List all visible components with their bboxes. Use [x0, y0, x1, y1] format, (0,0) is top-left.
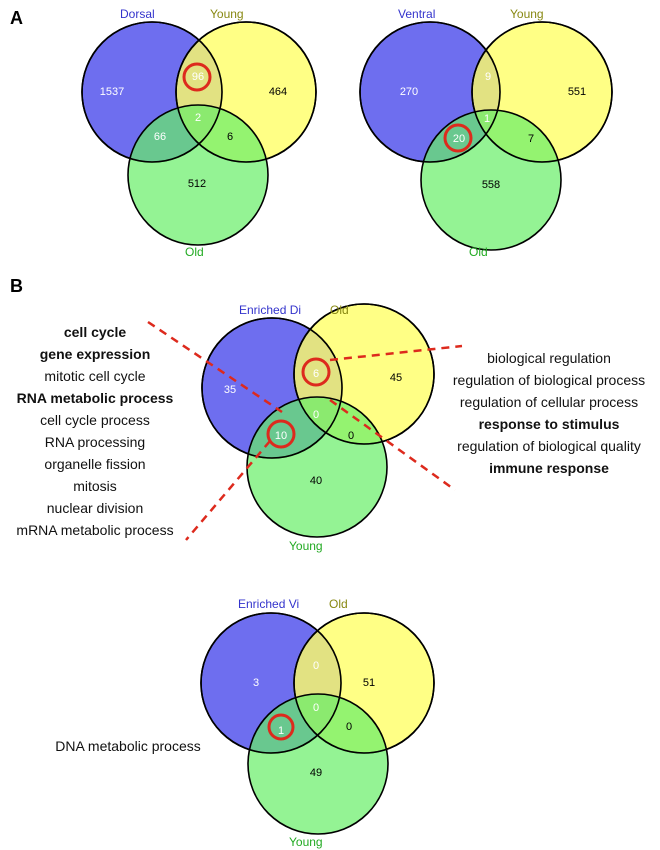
ventral-outline [359, 21, 501, 163]
highlight-circle [267, 713, 295, 741]
go-term: regulation of biological process [453, 372, 645, 388]
venn-enriched-di: Enriched Di Old Young 35 6 45 10 0 0 40 [147, 303, 463, 553]
count-vi-young: 1 [278, 725, 284, 737]
young-outline [471, 21, 613, 163]
count-young-only: 40 [310, 475, 322, 487]
count-ventral-old: 20 [453, 133, 465, 145]
count-dorsal-old: 66 [154, 131, 166, 143]
go-term: regulation of biological quality [457, 438, 641, 454]
venn-ventral-young-old: Ventral Young Old 270 9 551 20 1 7 558 [359, 7, 613, 259]
count-center: 2 [195, 112, 201, 124]
label-old: Old [185, 245, 204, 259]
count-vi-old: 0 [313, 660, 319, 672]
go-term: cell cycle process [40, 412, 150, 428]
old-outline [293, 303, 435, 445]
highlight-circle [301, 357, 331, 387]
go-term-dna-metabolic: DNA metabolic process [55, 738, 201, 754]
young-circle [247, 693, 389, 835]
old-outline [293, 612, 435, 754]
count-di-only: 35 [224, 384, 236, 396]
count-di-old: 6 [313, 368, 319, 380]
label-young: Young [289, 835, 323, 849]
callout-line-left-lower [185, 440, 271, 541]
count-center: 0 [313, 409, 319, 421]
label-enriched-di: Enriched Di [239, 303, 301, 317]
old-circle [420, 109, 562, 251]
go-term: nuclear division [47, 500, 144, 516]
go-term: organelle fission [44, 456, 145, 472]
enriched-vi-outline [200, 612, 342, 754]
count-ventral-only: 270 [400, 86, 418, 98]
enriched-di-outline [201, 317, 343, 459]
young-outline [175, 21, 317, 163]
count-di-young: 10 [275, 430, 287, 442]
count-center: 0 [313, 702, 319, 714]
count-vi-only: 3 [253, 677, 259, 689]
go-term: response to stimulus [479, 416, 620, 432]
label-young: Young [210, 7, 244, 21]
count-dorsal-young: 96 [192, 71, 204, 83]
go-terms-left: cell cycle gene expression mitotic cell … [16, 324, 173, 538]
count-old-young: 0 [346, 721, 352, 733]
count-old-only: 512 [188, 178, 206, 190]
count-dorsal-only: 1537 [100, 86, 124, 98]
label-dorsal: Dorsal [120, 7, 155, 21]
label-old: Old [330, 303, 349, 317]
venn-enriched-vi: Enriched Vi Old Young 3 0 51 1 0 0 49 [200, 597, 435, 849]
count-ventral-young: 9 [485, 71, 491, 83]
count-old-only: 558 [482, 179, 500, 191]
label-young: Young [289, 539, 323, 553]
label-old: Old [329, 597, 348, 611]
go-term: RNA processing [45, 434, 145, 450]
go-terms-right: biological regulation regulation of biol… [453, 350, 645, 476]
go-term: mitotic cell cycle [44, 368, 145, 384]
go-term: cell cycle [64, 324, 126, 340]
count-young-only: 464 [269, 86, 287, 98]
count-old-only: 45 [390, 372, 402, 384]
label-enriched-vi: Enriched Vi [238, 597, 299, 611]
count-old-young: 0 [348, 430, 354, 442]
highlight-circle [443, 123, 473, 153]
panel-label-b: B [10, 276, 23, 296]
go-term: RNA metabolic process [17, 390, 174, 406]
label-ventral: Ventral [398, 7, 435, 21]
callout-line-right-lower [329, 398, 456, 492]
count-center: 1 [484, 113, 490, 125]
highlight-circle [182, 62, 212, 92]
label-old: Old [469, 245, 488, 259]
count-young-only: 49 [310, 767, 322, 779]
count-young-old: 7 [528, 133, 534, 145]
count-young-old: 6 [227, 131, 233, 143]
go-term: immune response [489, 460, 609, 476]
go-term: mRNA metabolic process [16, 522, 173, 538]
count-old-only: 51 [363, 677, 375, 689]
go-term: biological regulation [487, 350, 611, 366]
count-young-only: 551 [568, 86, 586, 98]
highlight-circle [266, 419, 296, 449]
go-term: mitosis [73, 478, 117, 494]
old-circle [127, 104, 269, 246]
panel-label-a: A [10, 8, 23, 28]
label-young: Young [510, 7, 544, 21]
venn-dorsal-young-old: Dorsal Young Old 1537 96 464 66 2 6 512 [81, 7, 317, 259]
go-term: regulation of cellular process [460, 394, 638, 410]
go-term: gene expression [40, 346, 151, 362]
dorsal-outline [81, 21, 223, 163]
